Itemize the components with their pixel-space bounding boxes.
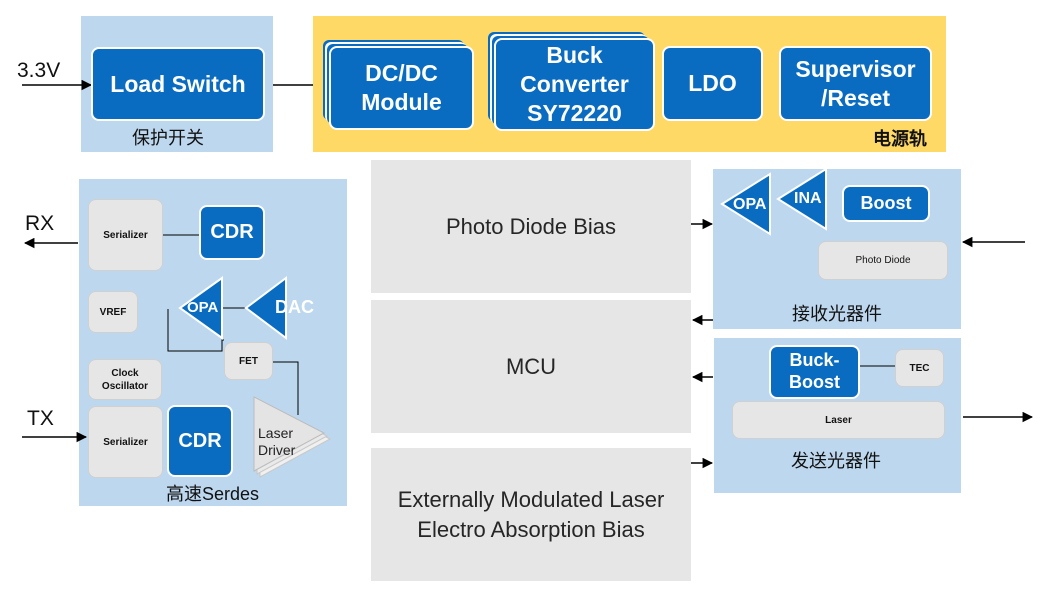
fet-block: FET bbox=[224, 342, 273, 380]
dac-triangle bbox=[244, 276, 287, 340]
rx-label: RX bbox=[25, 212, 55, 235]
rx-optics-caption: 接收光器件 bbox=[792, 304, 882, 324]
mcu-label: MCU bbox=[505, 353, 557, 379]
cdr-tx-block: CDR bbox=[167, 405, 233, 477]
photo-diode-bias-label: Photo Diode Bias bbox=[446, 213, 616, 239]
cdr-rx-block: CDR bbox=[199, 205, 265, 260]
eml-bias-block: Externally Modulated Laser Electro Absor… bbox=[371, 448, 691, 581]
dcdc-module-label: DC/DC Module bbox=[361, 60, 442, 115]
tec-label: TEC bbox=[909, 362, 930, 374]
dac-label: DAC bbox=[275, 297, 314, 317]
ldo-block: LDO bbox=[662, 46, 763, 121]
serdes-caption: 高速Serdes bbox=[166, 484, 260, 504]
serializer-tx-block: Serializer bbox=[88, 406, 163, 478]
buck-boost-block: Buck- Boost bbox=[769, 345, 860, 399]
clock-oscillator-block: Clock Oscillator bbox=[88, 359, 162, 400]
laser-block: Laser bbox=[732, 401, 945, 439]
mcu-block: MCU bbox=[371, 300, 691, 433]
tx-optics-caption: 发送光器件 bbox=[791, 451, 881, 471]
serializer-rx-block: Serializer bbox=[88, 199, 163, 271]
buck-converter-block: Buck Converter SY72220 bbox=[494, 38, 655, 131]
boost-label: Boost bbox=[860, 193, 912, 214]
boost-block: Boost bbox=[842, 185, 930, 222]
vref-block: VREF bbox=[88, 291, 138, 333]
fet-label: FET bbox=[239, 355, 258, 367]
opa-fet-line bbox=[167, 309, 224, 352]
serdes-opa-label: OPA bbox=[187, 299, 219, 316]
rx-opa-triangle bbox=[720, 172, 771, 236]
laser-driver-triangle bbox=[253, 396, 326, 472]
serializer-rx-label: Serializer bbox=[103, 229, 148, 241]
power-rail-caption: 电源轨 bbox=[873, 129, 927, 149]
supervisor-reset-block: Supervisor /Reset bbox=[779, 46, 932, 121]
buck-converter-label: Buck Converter SY72220 bbox=[520, 42, 629, 126]
cdr-tx-label: CDR bbox=[178, 429, 222, 452]
v33-label: 3.3V bbox=[17, 59, 61, 82]
serdes-opa-triangle bbox=[178, 276, 223, 340]
laser-driver-label: Laser Driver bbox=[258, 425, 296, 458]
photo-diode-bias-block: Photo Diode Bias bbox=[371, 160, 691, 293]
load-switch-label: Load Switch bbox=[110, 70, 246, 97]
supervisor-reset-label: Supervisor /Reset bbox=[795, 55, 916, 111]
dcdc-module-block: DC/DC Module bbox=[329, 46, 474, 130]
ldo-label: LDO bbox=[688, 70, 737, 97]
vref-label: VREF bbox=[99, 306, 127, 318]
buck-boost-label: Buck- Boost bbox=[789, 350, 840, 392]
serializer-tx-label: Serializer bbox=[103, 436, 148, 448]
ina-label: INA bbox=[794, 190, 822, 207]
tx-label: TX bbox=[27, 407, 54, 430]
rx-opa-label: OPA bbox=[733, 196, 767, 213]
photo-diode-block: Photo Diode bbox=[818, 241, 948, 280]
clock-oscillator-label: Clock Oscillator bbox=[101, 367, 149, 392]
cdr-rx-label: CDR bbox=[210, 221, 254, 243]
photo-diode-label: Photo Diode bbox=[855, 255, 911, 266]
eml-bias-label: Externally Modulated Laser Electro Absor… bbox=[397, 486, 665, 542]
ina-triangle bbox=[776, 167, 827, 231]
fet-driver-line bbox=[273, 361, 299, 415]
tec-block: TEC bbox=[895, 349, 944, 387]
load-switch-block: Load Switch bbox=[91, 47, 265, 121]
load-switch-caption: 保护开关 bbox=[132, 128, 204, 148]
laser-label: Laser bbox=[825, 414, 852, 426]
